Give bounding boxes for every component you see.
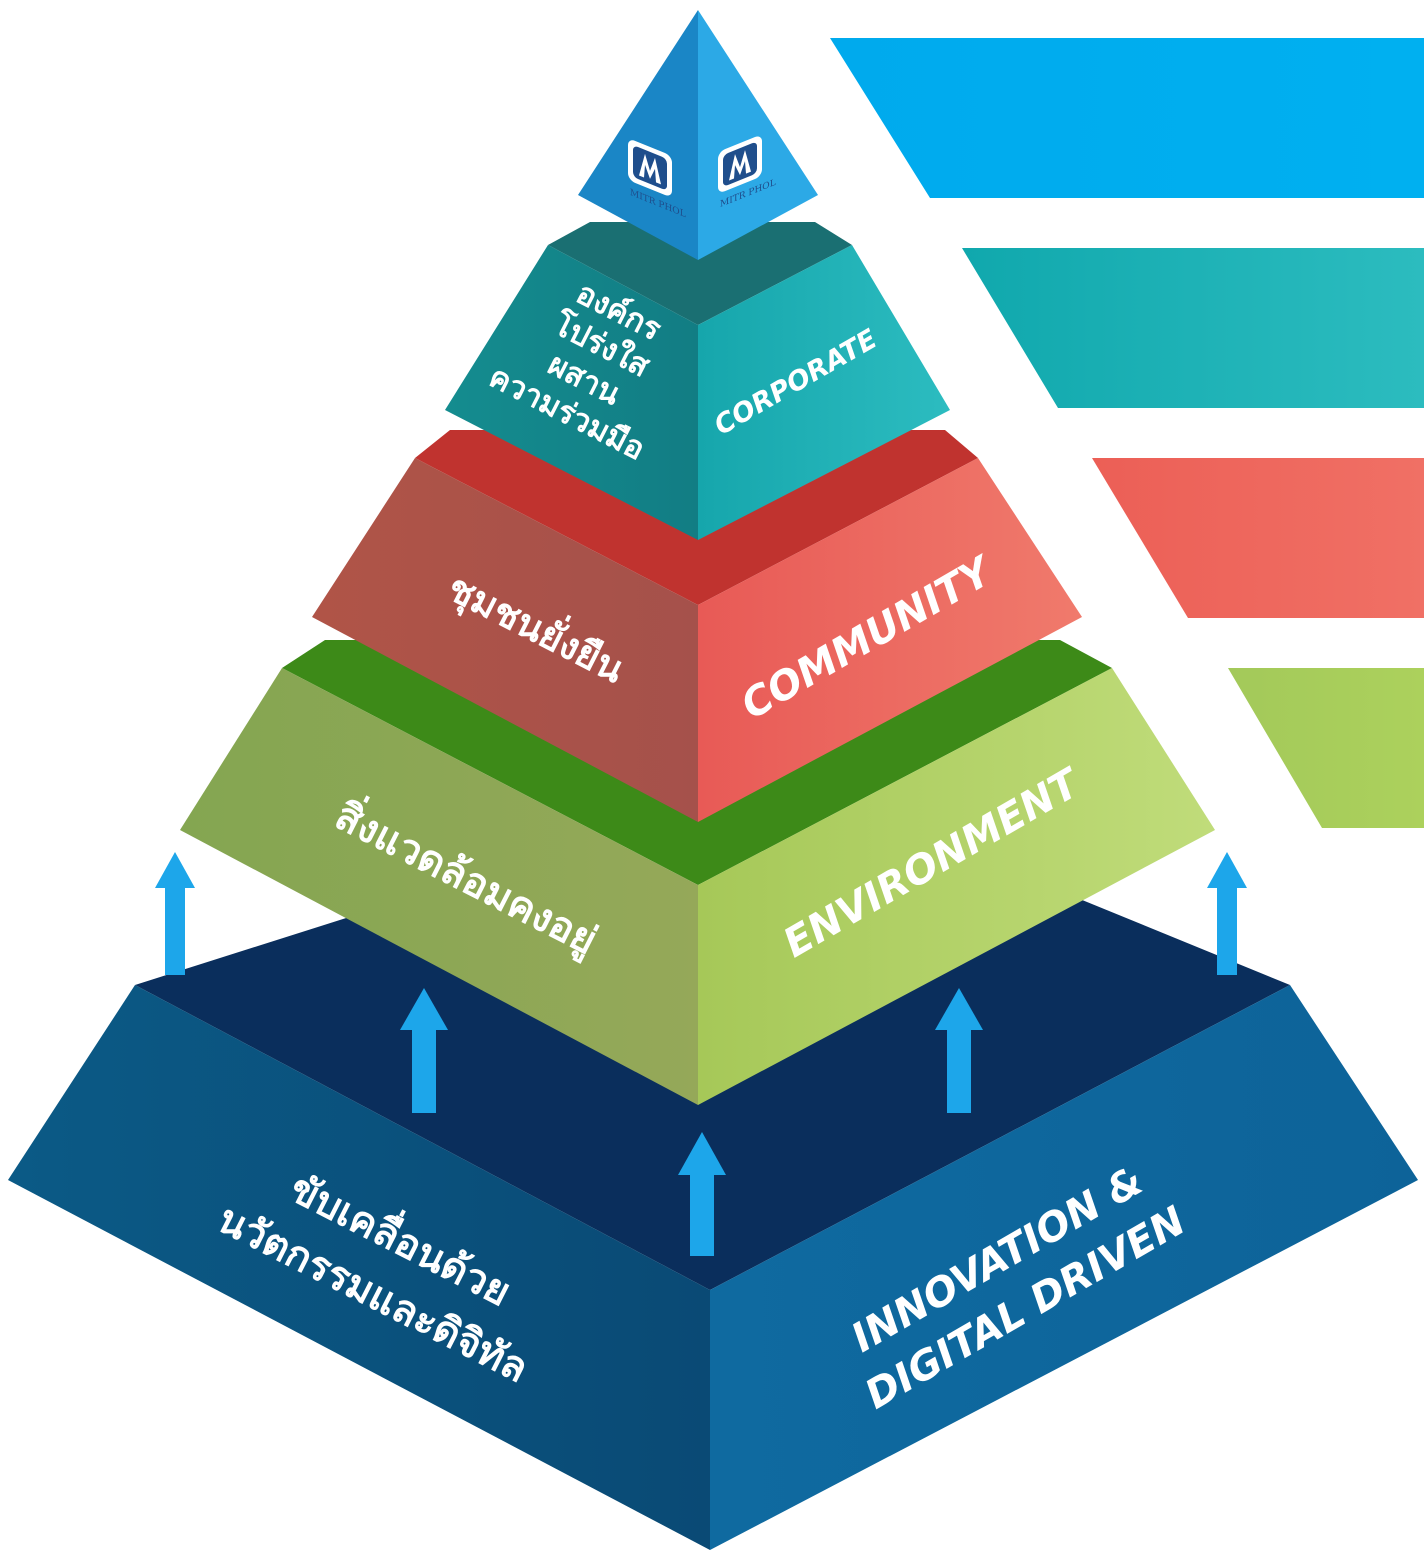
arrow-outer-left: [155, 852, 195, 975]
tier-innovation-right-face: [710, 985, 1418, 1550]
side-banner-green: [1228, 668, 1424, 828]
side-banner-teal: [962, 248, 1424, 408]
tier-corporate: [445, 222, 950, 540]
tier-environment-right-face: [698, 668, 1215, 1105]
tier-apex: MITR PHOL MITR PHOL: [578, 10, 818, 260]
tier-community-left-face: [312, 458, 698, 822]
apex-right-face: [698, 10, 818, 260]
tier-corporate-top-face: [548, 222, 852, 325]
tier-innovation-left-face: [8, 985, 710, 1550]
arrow-inner-right: [935, 988, 983, 1113]
arrow-outer-right: [1207, 852, 1247, 975]
side-banner-red: [1092, 458, 1424, 618]
arrow-center: [678, 1132, 726, 1256]
tier-corporate-right-face: [698, 245, 950, 540]
tier-corporate-left-face: [445, 245, 698, 540]
arrow-inner-left: [400, 988, 448, 1113]
apex-left-face: [578, 10, 698, 260]
side-banner-blue: [830, 38, 1424, 198]
tier-community-right-face: [698, 458, 1082, 822]
tier-environment-left-face: [180, 668, 698, 1105]
